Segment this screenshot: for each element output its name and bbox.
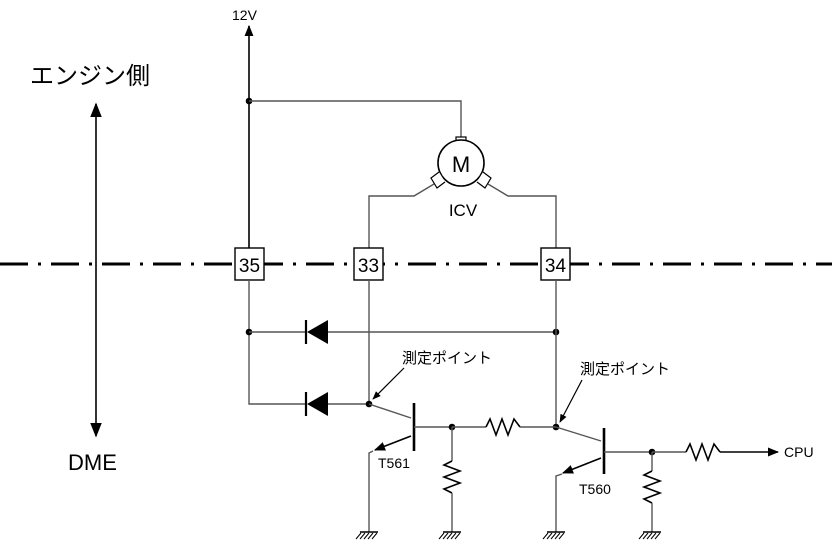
ground-symbol (542, 531, 565, 540)
svg-text:35: 35 (239, 256, 260, 277)
ground-symbol (355, 531, 378, 540)
ground-symbol (638, 531, 661, 540)
measure-point-2-arrow (559, 379, 583, 423)
svg-text:33: 33 (358, 256, 379, 277)
wire-12v-motor (249, 100, 462, 138)
measure-point-1-arrow (372, 367, 405, 400)
icv-motor: M (430, 136, 492, 189)
wire-motor-34 (487, 183, 557, 248)
ground-symbol (438, 531, 461, 540)
t561-label: T561 (378, 455, 410, 471)
supply-label: 12V (232, 7, 258, 23)
connector-33: 33 (353, 247, 384, 281)
motor-name-label: ICV (449, 201, 478, 220)
t560-label: T560 (579, 481, 611, 497)
transistor-t561 (368, 403, 452, 532)
wire-35-rail (248, 280, 305, 405)
resistor-series-2 (685, 441, 721, 463)
measure-point-2-label: 測定ポイント (580, 360, 670, 378)
wire-motor-33 (368, 183, 435, 248)
diode-1 (304, 320, 328, 344)
resistor-pulldown-2 (641, 470, 663, 504)
resistor-series-1 (485, 416, 521, 438)
dme-label: DME (68, 450, 117, 475)
connector-34: 34 (540, 247, 571, 281)
transistor-t560 (555, 426, 652, 532)
svg-text:34: 34 (545, 256, 567, 277)
measure-point-1-label: 測定ポイント (402, 349, 492, 367)
engine-side-label: エンジン側 (30, 62, 150, 90)
resistor-pulldown-1 (441, 460, 463, 494)
connector-35: 35 (234, 247, 265, 281)
cpu-label: CPU (784, 444, 814, 460)
motor-symbol: M (452, 152, 470, 177)
diode-2 (304, 392, 328, 416)
